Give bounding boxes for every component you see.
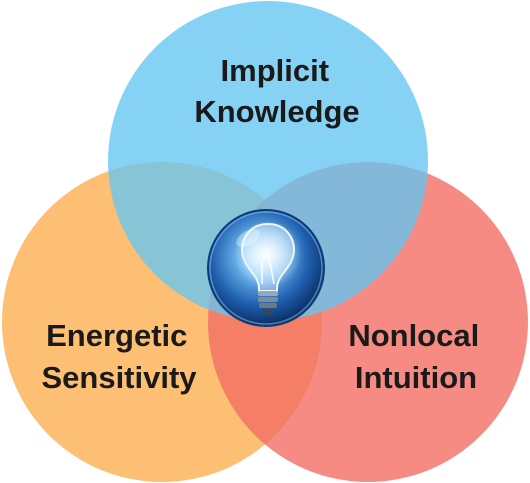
label-energetic-sensitivity: Energetic Sensitivity xyxy=(41,318,197,395)
lightbulb-icon xyxy=(207,209,325,327)
label-implicit-knowledge: Implicit Knowledge xyxy=(194,53,359,129)
label-nonlocal-intuition: Nonlocal Intuition xyxy=(348,318,483,395)
circle-implicit-knowledge xyxy=(108,1,428,321)
